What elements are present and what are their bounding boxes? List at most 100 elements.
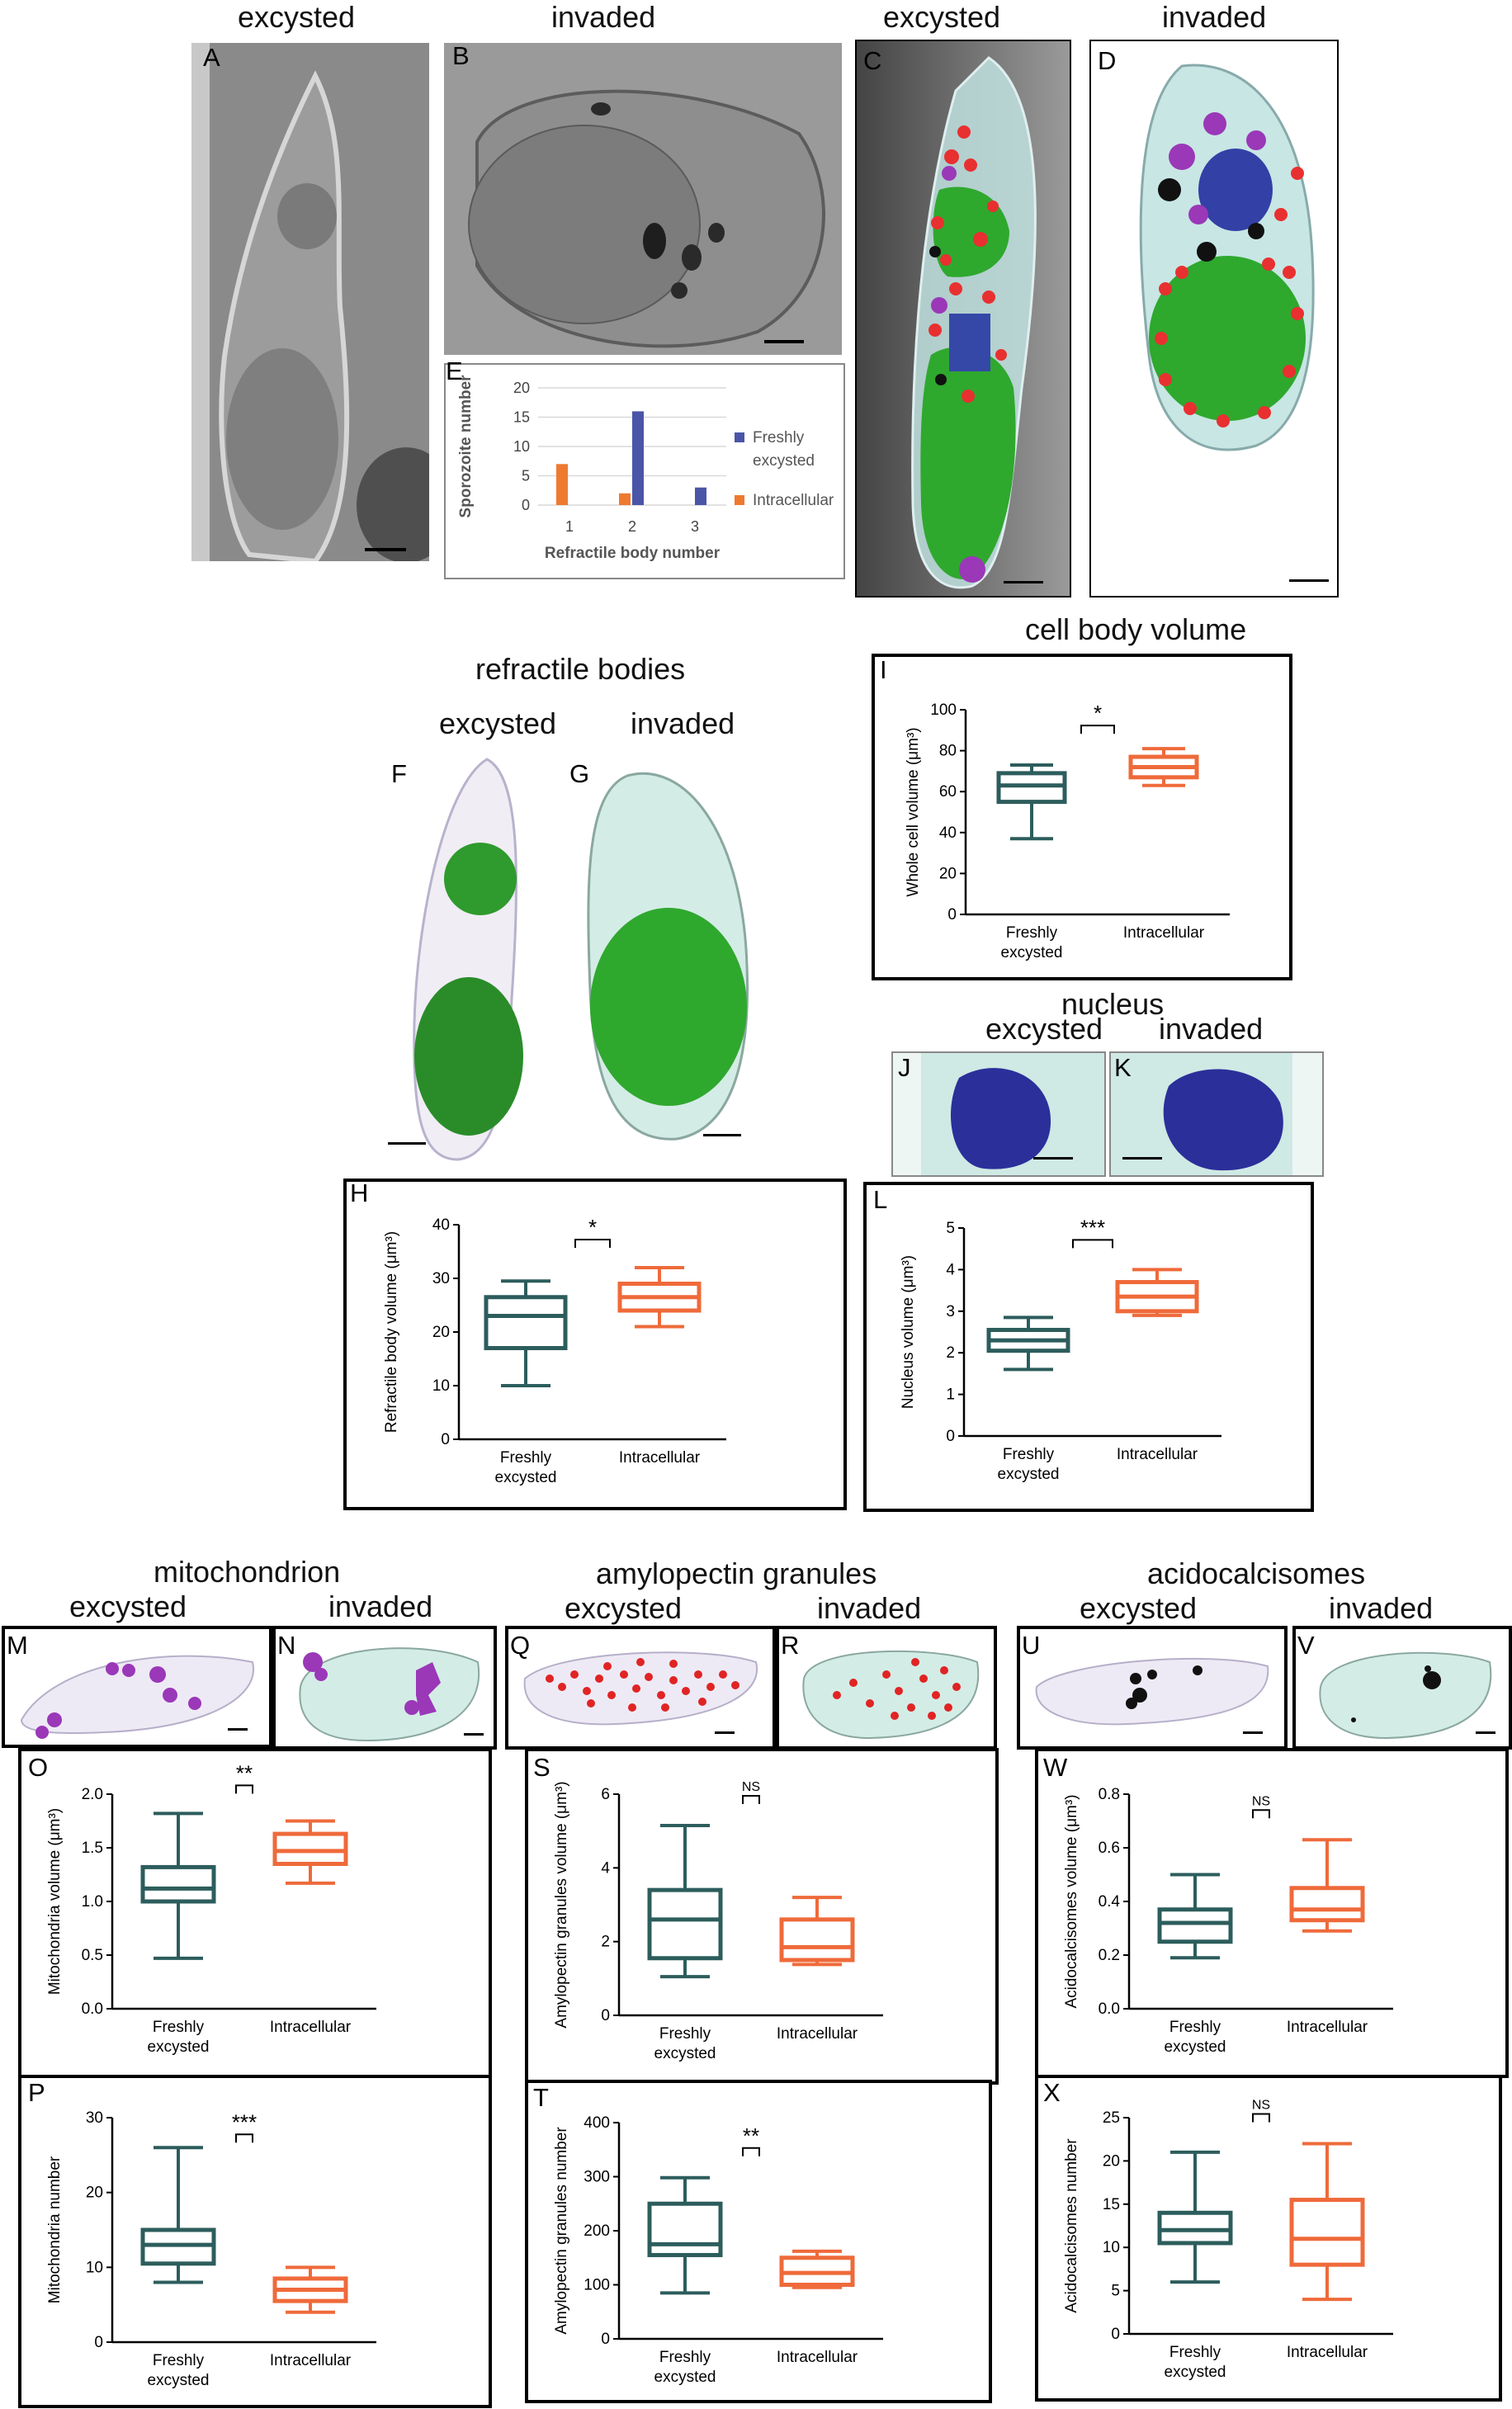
header-jk-invaded: invaded — [1159, 1012, 1264, 1046]
box-iqr — [1157, 1907, 1233, 1944]
panel-label-i: I — [880, 655, 887, 684]
x-category-label: excysted — [654, 2045, 716, 2062]
significance-bracket — [1252, 1809, 1270, 1819]
x-category-label: Intracellular — [270, 2352, 352, 2369]
y-tick-label: 5 — [1111, 2283, 1120, 2300]
y-axis-label: Amylopectin granules number — [553, 2127, 570, 2335]
e-legend-excysted: excysted — [753, 452, 815, 470]
panel-label-o: O — [28, 1753, 49, 1782]
e-xlabel: Refractile body number — [545, 545, 721, 562]
y-axis-label: Acidocalcisomes volume (μm³) — [1063, 1794, 1080, 2008]
panel-label-c: C — [863, 46, 882, 75]
y-tick-label: 6 — [601, 1786, 610, 1803]
y-tick-label: 400 — [584, 2114, 610, 2132]
panel-b-em-drawing — [444, 43, 842, 355]
panel-label-g: G — [569, 759, 590, 788]
y-tick-label: 2.0 — [82, 1786, 103, 1803]
box-iqr — [647, 1887, 723, 1961]
panel-d-3d-render — [1089, 40, 1339, 598]
e-bar-intracellular — [619, 493, 631, 505]
panel-label-x: X — [1043, 2078, 1061, 2107]
box-iqr — [647, 2201, 723, 2257]
x-category-label: excysted — [1165, 2364, 1226, 2381]
y-axis-label: Nucleus volume (μm³) — [900, 1255, 917, 1409]
panel-k-drawing — [1122, 1053, 1322, 1175]
significance-bracket — [1252, 2113, 1270, 2123]
x-category-label: Freshly — [153, 2352, 205, 2369]
y-tick-label: 20 — [1103, 2152, 1120, 2170]
e-ytick-label: 10 — [513, 438, 530, 455]
header-amylo-excysted: excysted — [565, 1591, 683, 1625]
panel-f-3d-render — [388, 751, 545, 1164]
x-category-label: Freshly — [1003, 1446, 1055, 1463]
y-tick-label: 1.5 — [82, 1840, 103, 1857]
panel-label-t: T — [533, 2083, 549, 2112]
e-bar-intracellular — [556, 464, 568, 505]
y-tick-label: 4 — [946, 1261, 955, 1278]
panel-u-drawing — [1035, 1657, 1269, 1734]
header-acidocalcisomes: acidocalcisomes — [1147, 1556, 1366, 1590]
significance-label: NS — [1252, 1794, 1270, 1808]
y-tick-label: 40 — [432, 1216, 450, 1234]
e-bar-freshly — [695, 487, 706, 505]
header-jk-excysted: excysted — [985, 1012, 1103, 1046]
box-iqr — [779, 1917, 855, 1963]
panel-label-k: K — [1114, 1053, 1132, 1082]
significance-bracket — [574, 1239, 611, 1248]
panel-label-r: R — [781, 1631, 800, 1660]
panel-r-amylopectin-render — [776, 1626, 997, 1750]
y-tick-label: 80 — [939, 743, 957, 760]
header-cell-body-volume: cell body volume — [1025, 612, 1247, 646]
panel-g-3d-render — [569, 751, 768, 1164]
x-category-label: Freshly — [659, 2025, 711, 2043]
panel-label-b: B — [452, 41, 470, 70]
significance-label: NS — [1252, 2098, 1270, 2112]
y-tick-label: 4 — [601, 1859, 610, 1877]
panel-k-nucleus-render — [1109, 1051, 1324, 1177]
significance-label: * — [588, 1215, 597, 1240]
y-tick-label: 20 — [432, 1324, 450, 1341]
panel-label-l: L — [873, 1185, 888, 1214]
x-category-label: excysted — [1001, 944, 1063, 961]
y-tick-label: 20 — [939, 865, 957, 882]
y-axis-label: Refractile body volume (μm³) — [383, 1231, 400, 1433]
y-tick-label: 10 — [86, 2259, 103, 2276]
panel-j-drawing — [893, 1053, 1073, 1175]
box-iqr — [484, 1295, 568, 1350]
header-mito-excysted: excysted — [69, 1589, 187, 1623]
y-tick-label: 25 — [1103, 2109, 1120, 2127]
y-tick-label: 10 — [432, 1377, 450, 1395]
y-tick-label: 30 — [432, 1270, 450, 1287]
panel-v-acidocalcisome-render — [1292, 1626, 1512, 1750]
significance-bracket — [742, 2147, 760, 2156]
header-nucleus: nucleus — [1061, 987, 1165, 1021]
x-category-label: excysted — [1165, 2038, 1226, 2056]
panel-c-drawing — [857, 41, 1070, 596]
y-axis-label: Whole cell volume (μm³) — [905, 727, 922, 896]
y-axis-label: Amylopectin granules volume (μm³) — [553, 1781, 570, 2028]
y-tick-label: 100 — [584, 2277, 610, 2294]
e-ytick-label: 15 — [513, 409, 530, 426]
y-tick-label: 0 — [1111, 2326, 1120, 2343]
panel-label-s: S — [533, 1753, 550, 1782]
y-tick-label: 5 — [946, 1220, 955, 1237]
panel-label-a: A — [203, 43, 220, 72]
header-amylopectin: amylopectin granules — [596, 1556, 877, 1590]
x-category-label: Freshly — [153, 2019, 205, 2036]
header-mitochondrion: mitochondrion — [154, 1555, 341, 1589]
panel-label-n: N — [277, 1631, 296, 1660]
header-mito-invaded: invaded — [328, 1589, 433, 1623]
y-tick-label: 10 — [1103, 2239, 1120, 2256]
y-axis-label: Acidocalcisomes number — [1063, 2138, 1080, 2313]
